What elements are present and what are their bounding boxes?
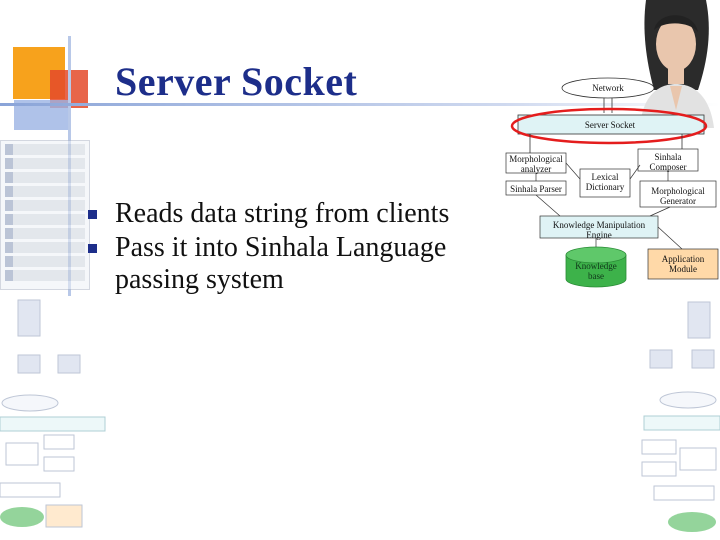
bullet-list: Reads data string from clients Pass it i… [88,198,508,298]
page-title: Server Socket [115,59,358,104]
application-module-box [647,248,719,280]
kr-engine-label: Knowledge Manipulation Engine [552,220,646,240]
bullet-square-icon [88,244,97,253]
knowledge-base-label: Knowledge base [575,261,617,281]
faded-diagram-right [641,301,720,532]
sinhala-composer-label: Sinhala Composer [649,152,687,172]
morph-generator-label: Morphological Generator [651,186,705,206]
background-screenshot-panel [0,140,90,290]
morph-generator-box [639,180,717,208]
architecture-diagram [505,77,719,288]
network-cloud [561,77,655,99]
sinhala-parser-label: Sinhala Parser [510,184,562,194]
decor-horizontal-line [0,103,720,106]
highlight-ellipse [510,107,708,145]
application-module-label: Application Module [661,254,705,274]
lexical-dictionary-label: Lexical Dictionary [585,172,625,192]
network-label: Network [592,83,624,93]
knowledge-base-cylinder [565,255,627,288]
faded-diagram-left [0,299,106,528]
bullet-item: Pass it into Sinhala Language passing sy… [88,232,508,296]
server-socket-box [517,114,705,135]
server-socket-label: Server Socket [584,120,636,130]
morph-analyzer-label: Morphological analyzer [509,154,563,174]
lexical-dictionary-box [579,168,631,198]
bullet-square-icon [88,210,97,219]
bullet-item: Reads data string from clients [88,198,508,230]
